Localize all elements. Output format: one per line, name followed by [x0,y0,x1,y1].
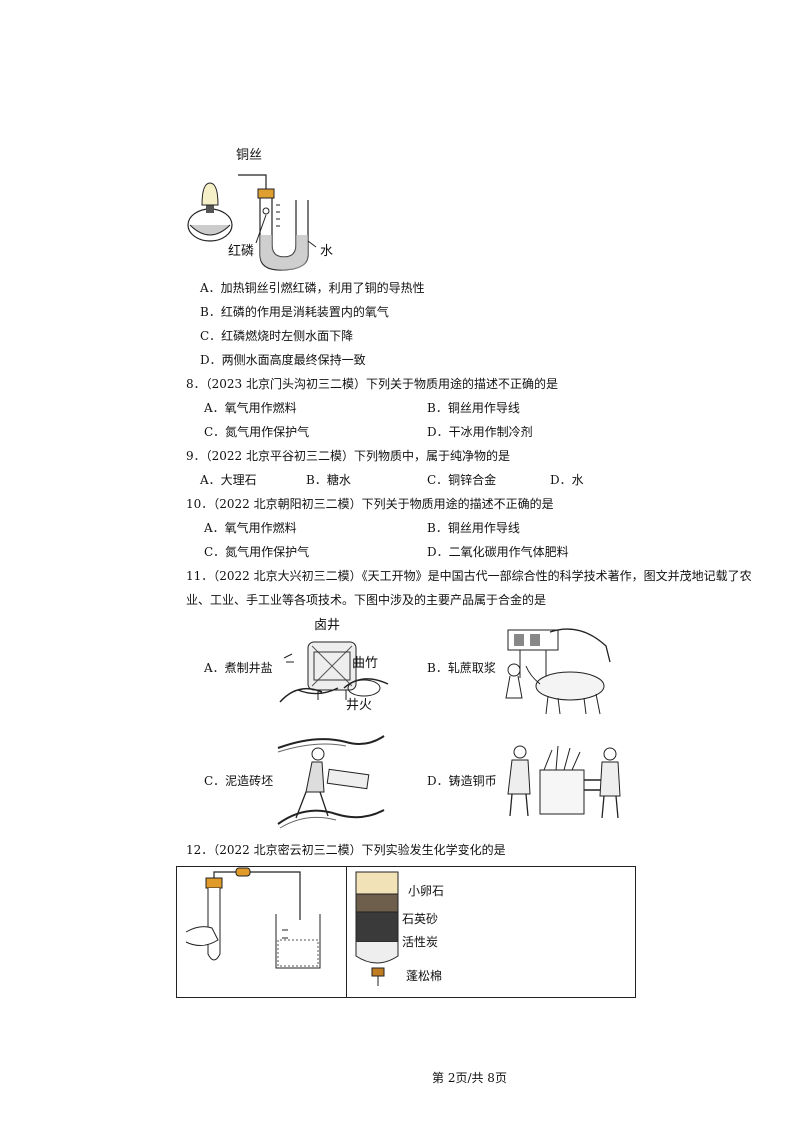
q10-option-a[interactable]: A．氧气用作燃料 [204,521,297,535]
q9-option-a[interactable]: A．大理石 [200,473,257,487]
q11-stem-line2: 业、工业、手工业等各项技术。下图中涉及的主要产品属于合金的是 [186,593,547,607]
q9-stem: 9．（2022 北京平谷初三二模）下列物质中，属于纯净物的是 [186,449,510,463]
q9-option-d[interactable]: D．水 [550,473,584,487]
water-filter-figure [355,871,399,986]
bamboo-label: 曲竹 [352,656,379,671]
q9-option-c[interactable]: C．铜锌合金 [427,473,497,487]
q11-option-d[interactable]: D．铸造铜币 [427,774,497,788]
water-label: 水 [320,244,334,259]
filter-label-pebbles: 小卵石 [408,884,445,898]
filter-label-quartz-sand: 石英砂 [402,912,439,926]
q10-stem: 10．（2022 北京朝阳初三二模）下列关于物质用途的描述不正确的是 [186,497,554,511]
q10-option-b[interactable]: B．铜丝用作导线 [427,521,520,535]
q11-option-c[interactable]: C．泥造砖坯 [204,774,274,788]
q8-option-a[interactable]: A．氧气用作燃料 [204,401,297,415]
well-fire-label: 井火 [346,698,373,713]
q9-option-b[interactable]: B．糖水 [306,473,351,487]
q12-figure-frame [176,866,636,998]
phosphorus-label: 红磷 [228,244,255,259]
q7-option-b[interactable]: B．红磷的作用是消耗装置内的氧气 [200,305,389,319]
q12-stem: 12．（2022 北京密云初三二模）下列实验发生化学变化的是 [186,843,506,857]
q7-option-d[interactable]: D．两侧水面高度最终保持一致 [200,353,366,367]
copper-wire-experiment-figure [187,174,317,271]
page-number: 第 2页/共 8页 [432,1071,507,1085]
q10-option-d[interactable]: D．二氧化碳用作气体肥料 [427,545,569,559]
filter-label-cotton: 蓬松棉 [406,969,443,983]
q11-option-a[interactable]: A．煮制井盐 [204,661,273,675]
wire-label: 铜丝 [236,148,263,163]
q7-option-c[interactable]: C．红磷燃烧时左侧水面下降 [200,329,354,343]
q10-option-c[interactable]: C．氮气用作保护气 [204,545,310,559]
q8-option-b[interactable]: B．铜丝用作导线 [427,401,520,415]
salt-well-illustration [279,641,389,703]
coin-casting-illustration [507,745,621,819]
q8-option-c[interactable]: C．氮气用作保护气 [204,425,310,439]
q8-stem: 8．（2023 北京门头沟初三二模）下列关于物质用途的描述不正确的是 [186,377,558,391]
sugarcane-press-illustration [505,628,611,715]
filter-label-activated-carbon: 活性炭 [402,935,439,949]
q11-option-b[interactable]: B．轧蔗取浆 [427,661,496,675]
brine-well-label: 卤井 [314,618,341,633]
q7-option-a[interactable]: A．加热铜丝引燃红磷，利用了铜的导热性 [200,281,425,295]
airtightness-test-figure [185,867,321,969]
brick-making-illustration [277,735,385,829]
q12-figure-divider [346,866,347,997]
q11-stem-line1: 11．（2022 北京大兴初三二模）《天工开物》是中国古代一部综合性的科学技术著… [186,569,752,583]
q8-option-d[interactable]: D．干冰用作制冷剂 [427,425,533,439]
